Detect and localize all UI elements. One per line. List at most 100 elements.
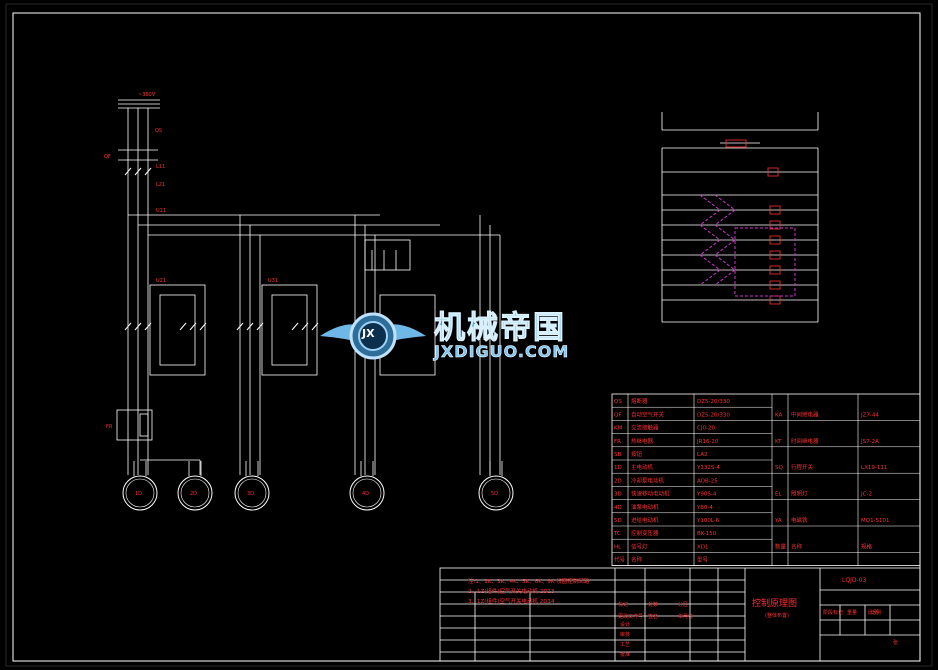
brand-name-en: JXDIGUO.COM — [434, 342, 570, 362]
motor-label: 1D — [135, 491, 142, 497]
motor-group: 1D 2D 3D 4D 5D — [122, 461, 514, 511]
motor-inner-ring — [352, 478, 382, 508]
motor-symbol — [177, 475, 213, 511]
parts-cell: FR — [614, 439, 621, 445]
svg-text:~380V: ~380V — [138, 92, 156, 98]
logo-letters: JX — [362, 327, 375, 340]
svg-text:FR: FR — [106, 424, 113, 430]
title-block-row-label: 设计 — [620, 621, 630, 628]
power-labels: ~380V QS QF L11 L21 U11 U21 U31 FR — [104, 92, 278, 430]
brand-name-cn: 机械帝国 — [434, 310, 566, 347]
parts-cell: 信号灯 — [631, 542, 648, 550]
parts-cell: Y90S-4 — [696, 492, 717, 498]
parts-cell: JZ7-44 — [860, 412, 879, 418]
title-block-row-label: 审核 — [620, 631, 630, 638]
title-block-cell: 处数 — [648, 601, 658, 608]
parts-cell: TC — [613, 531, 621, 537]
parts-cell: 进给电动机 — [631, 516, 659, 524]
motor-symbol — [349, 475, 385, 511]
parts-cell: 数量 — [775, 542, 787, 550]
drawing-subtitle: (整体布置) — [765, 612, 789, 619]
sheet-border — [5, 3, 933, 667]
parts-cell: JR16-20 — [696, 439, 719, 445]
motor-inner-ring — [237, 478, 267, 508]
motor-inner-ring — [180, 478, 210, 508]
note-line: 注:1、2K、3K、4K、5K、6K、9K 线圈控制回路 — [468, 577, 590, 585]
title-block-header: 重量 — [847, 609, 857, 616]
control-coils — [725, 139, 781, 305]
title-block-cell: 年月日 — [678, 613, 693, 620]
note-line: 2、1Z(组件)空气开关电动机 2D13 — [468, 587, 555, 595]
motor-label: 3D — [247, 491, 254, 497]
parts-cell: JC-2 — [860, 492, 872, 498]
parts-cell: DZ5-20/330 — [697, 399, 730, 405]
parts-cell: 主电动机 — [631, 463, 654, 471]
contact-symbols — [124, 167, 319, 331]
parts-cell: 熔断器 — [631, 397, 648, 405]
svg-text:QF: QF — [104, 154, 111, 160]
parts-cell: 自动空气开关 — [631, 410, 665, 418]
parts-cell: 快速移动电动机 — [631, 490, 670, 498]
title-block-cell: 更改文件号 — [618, 613, 643, 620]
parts-cell: LA2 — [697, 452, 707, 458]
motor-symbol — [478, 475, 514, 511]
parts-cell: JS7-2A — [860, 439, 879, 445]
title-block-header: 阶段标记 — [823, 609, 843, 616]
title-block-cell: 分区 — [678, 601, 688, 608]
parts-cell: 按钮 — [631, 450, 643, 458]
parts-cell: 中间继电器 — [791, 410, 819, 418]
parts-cell: 照明灯 — [791, 490, 808, 498]
parts-cell: AOB-25 — [697, 478, 718, 484]
parts-cell: Y100L-6 — [696, 518, 720, 524]
motor-label: 5D — [491, 491, 498, 497]
motor-symbol — [234, 475, 270, 511]
parts-cell: DZ5-20/330 — [697, 412, 730, 418]
power-circuit — [116, 99, 501, 475]
motor-inner-ring — [125, 478, 155, 508]
drawing-title: 控制原理图 — [752, 597, 797, 609]
parts-cell: 油泵电动机 — [631, 503, 659, 511]
parts-cell: SQ — [775, 465, 783, 471]
parts-cell: 热继电器 — [631, 437, 654, 445]
parts-cell: 名称 — [631, 556, 643, 564]
parts-cell: 行程开关 — [791, 463, 814, 471]
scale-label: 比例 — [868, 609, 878, 616]
parts-cell: 交流接触器 — [631, 424, 659, 432]
parts-cell: 代号 — [614, 556, 626, 564]
parts-cell: 型号 — [697, 556, 709, 564]
watermark: JX 机械帝国 JXDIGUO.COM — [318, 298, 618, 368]
parts-cell: XD1 — [697, 544, 709, 550]
parts-cell: CJ0-20 — [697, 426, 715, 432]
title-block — [439, 567, 921, 662]
svg-text:L21: L21 — [156, 182, 165, 188]
parts-cell: Y80-4 — [696, 505, 713, 511]
motor-label: 2D — [190, 491, 197, 497]
title-block-row-label: 批准 — [620, 651, 630, 658]
parts-cell: EL — [775, 492, 782, 498]
parts-cell: Y132S-4 — [696, 465, 720, 471]
parts-cell: MQ1-5101 — [861, 518, 890, 524]
parts-cell: QS — [614, 399, 622, 405]
motor-inner-ring — [481, 478, 511, 508]
parts-cell: 名称 — [791, 542, 803, 550]
svg-text:U31: U31 — [268, 278, 278, 284]
control-circuit — [661, 112, 819, 323]
title-block-cells: 标记处数分区更改文件号签名年月日设计审核工艺批准阶段标记重量比例 — [618, 601, 881, 658]
svg-text:L11: L11 — [156, 164, 165, 170]
svg-text:U21: U21 — [156, 278, 166, 284]
parts-cell: BK-150 — [697, 531, 717, 537]
parts-cell: YA — [774, 518, 782, 524]
parts-cell: KT — [775, 439, 782, 445]
title-block-cell: 签名 — [648, 613, 658, 620]
notes: 注:1、2K、3K、4K、5K、6K、9K 线圈控制回路 2、1Z(组件)空气开关… — [468, 577, 590, 605]
parts-cell: 3D — [614, 492, 622, 498]
parts-cell: 5D — [614, 518, 622, 524]
parts-cell: 控制变压器 — [631, 529, 659, 537]
parts-cell: HL — [614, 544, 622, 550]
title-block-cell: 标记 — [618, 601, 628, 608]
svg-text:QS: QS — [155, 128, 162, 134]
motor-label: 4D — [362, 491, 369, 497]
parts-cell: 电磁铁 — [791, 516, 808, 524]
parts-cell: 2D — [614, 478, 622, 484]
